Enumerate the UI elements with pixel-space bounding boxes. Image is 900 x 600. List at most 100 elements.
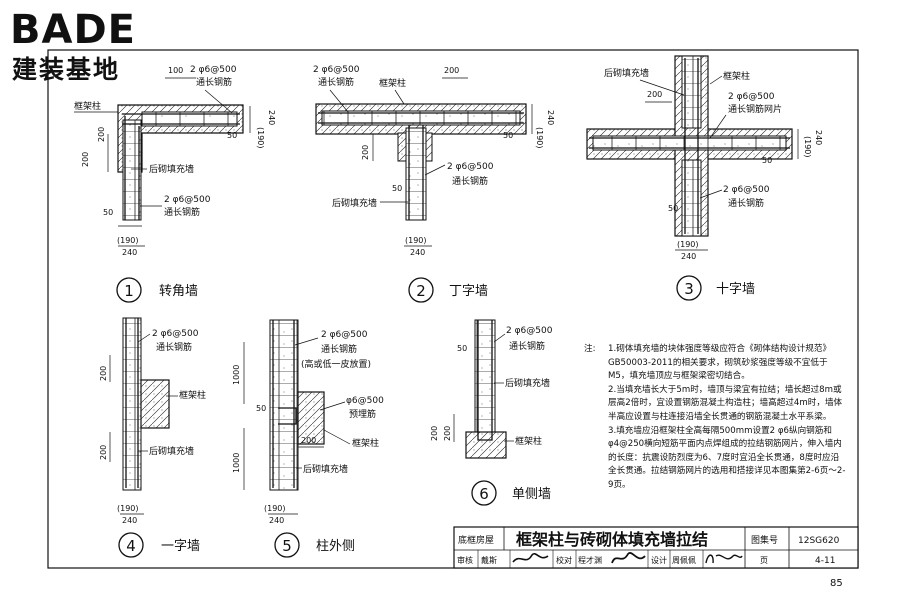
frame-column-shape — [297, 391, 325, 445]
label-rebar-top-2: 通长钢筋 — [321, 343, 357, 355]
notes-block: 注: 1.砌体填充墙的块体强度等级应符合《砌体结构设计规范》GB50003-20… — [584, 343, 846, 493]
label-dim-50a: 50 — [762, 156, 772, 165]
label-dim-top: 100 — [168, 66, 183, 75]
notes-heading: 注: — [584, 344, 596, 354]
label-infill: 后砌填充墙 — [505, 377, 550, 389]
label-rebar-top: 2 φ6@500 — [728, 92, 775, 102]
label-dim-50b: 50 — [392, 184, 402, 193]
label-infill: 后砌填充墙 — [303, 463, 348, 475]
infill-wall-vertical-top — [681, 55, 702, 129]
label-dim-50: 50 — [256, 404, 266, 413]
label-dim-200a: 200 — [99, 366, 108, 381]
label-rebar-top: 2 φ6@500 — [321, 330, 368, 340]
detail-number: 3 — [684, 280, 694, 298]
detail-title: 一字墙 — [161, 539, 200, 554]
brand-logo-text: BADE — [10, 7, 136, 53]
label-dim-190: (190) — [535, 127, 544, 149]
label-rebar-top: 2 φ6@500 — [506, 326, 553, 336]
label-infill: 后砌填充墙 — [332, 197, 377, 209]
label-dim-50b: 50 — [103, 208, 113, 217]
reviewer-name: 戴斯 — [481, 555, 497, 565]
notes-list: 1.砌体填充墙的块体强度等级应符合《砌体结构设计规范》GB50003-2011的… — [584, 343, 846, 493]
label-rebar-top-2: 通长钢筋 — [318, 76, 354, 88]
check-label: 校对 — [556, 555, 572, 565]
designer-name: 周佩佩 — [672, 556, 696, 565]
note-item: 2.当填充墙长大于5m时，墙顶与梁宜有拉结；墙长超过8m或层高2倍时，宜设置钢筋… — [608, 384, 843, 422]
detail-1-corner-wall: 2 φ6@500 通长钢筋 100 框架柱 (190) 240 50 200 2… — [74, 65, 276, 303]
detail-number-circle — [274, 532, 300, 558]
detail-5-column-outside: 2 φ6@500 通长钢筋 (高或低一皮放置) 1000 50 φ6@500 预… — [232, 319, 384, 558]
atlas-number: 12SG620 — [798, 536, 840, 546]
infill-wall-horizontal — [592, 135, 787, 151]
infill-wall-vertical — [122, 119, 142, 221]
atlas-label: 图集号 — [751, 534, 778, 546]
drawing-title: 框架柱与砖砌体填充墙拉结 — [516, 530, 708, 549]
label-rebar-pre-2: 预埋筋 — [349, 408, 376, 420]
review-label: 审核 — [457, 555, 473, 565]
label-dim-240b: 240 — [681, 252, 696, 261]
detail-number-circle — [676, 275, 702, 301]
label-rebar-pre: φ6@500 — [346, 396, 384, 406]
note-item: 3.填充墙应沿框架柱全高每隔500mm设置2 φ6纵向钢筋和φ4@250横向短筋… — [608, 425, 846, 490]
detail-4-straight-wall: 2 φ6@500 通长钢筋 200 框架柱 200 后砌填充墙 (190) 24… — [99, 317, 206, 558]
detail-6-single-side-wall: 2 φ6@500 通长钢筋 50 后砌填充墙 框架柱 200 200 6 单侧墙 — [430, 319, 553, 506]
label-dim-190b: (190) — [677, 240, 699, 249]
label-dim-190: (190) — [264, 504, 286, 513]
label-frame-column: 框架柱 — [379, 77, 406, 89]
label-dim-200: 200 — [647, 90, 662, 99]
label-rebar-side: 2 φ6@500 — [447, 162, 494, 172]
label-dim-200b: 200 — [97, 127, 106, 142]
detail-number: 2 — [416, 282, 426, 300]
label-dim-190b: (190) — [117, 236, 139, 245]
infill-wall — [269, 319, 299, 491]
detail-number: 4 — [126, 537, 136, 555]
infill-wall-horizontal — [321, 110, 521, 126]
detail-number: 1 — [124, 282, 134, 300]
atlas-page: 4-11 — [815, 556, 835, 566]
page-label: 页 — [760, 556, 768, 565]
label-dim-200a: 200 — [81, 152, 90, 167]
label-dim-200b: 200 — [443, 426, 452, 441]
label-frame-column: 框架柱 — [352, 437, 379, 449]
label-rebar-side: 2 φ6@500 — [723, 185, 770, 195]
label-dim-200a: 200 — [430, 426, 439, 441]
design-label: 设计 — [651, 555, 667, 565]
label-dim-240b: 240 — [122, 248, 137, 257]
detail-title: 丁字墙 — [449, 284, 488, 299]
label-dim-1000b: 1000 — [232, 453, 241, 473]
label-infill: 后砌填充墙 — [604, 67, 649, 79]
label-dim-200: 200 — [301, 436, 316, 445]
note-item: 1.砌体填充墙的块体强度等级应符合《砌体结构设计规范》GB50003-2011的… — [608, 344, 832, 382]
drawing-frame — [47, 49, 859, 569]
label-rebar-side-2: 通长钢筋 — [728, 197, 764, 209]
label-dim-200b: 200 — [361, 145, 370, 160]
label-dim-190: (190) — [803, 136, 812, 158]
label-dim-190b: (190) — [405, 236, 427, 245]
detail-number-circle — [471, 480, 497, 506]
brand-watermark: BADE 建装基地 — [10, 7, 136, 84]
label-dim-1000a: 1000 — [232, 365, 241, 385]
label-rebar-top-2: 通长钢筋网片 — [728, 103, 782, 115]
frame-column-shape — [465, 431, 507, 459]
detail-number-circle — [408, 277, 434, 303]
infill-wall-horizontal — [141, 111, 238, 127]
label-dim-240b: 240 — [410, 248, 425, 257]
label-dim-240: 240 — [122, 516, 137, 525]
label-dim-50a: 50 — [227, 131, 237, 140]
detail-title: 柱外侧 — [316, 539, 355, 554]
label-rebar-top-2: 通长钢筋 — [196, 76, 232, 88]
label-infill: 后砌填充墙 — [149, 445, 194, 457]
checker-signature — [611, 552, 646, 564]
detail-number-circle — [116, 277, 142, 303]
label-dim-190: (190) — [117, 504, 139, 513]
label-dim-50a: 50 — [503, 131, 513, 140]
detail-2-tee-wall: 2 φ6@500 通长钢筋 框架柱 200 (190) 240 50 200 2… — [313, 65, 555, 303]
label-frame-column: 框架柱 — [723, 70, 750, 82]
label-rebar-side-2: 通长钢筋 — [164, 206, 200, 218]
label-dim-240: 240 — [814, 130, 823, 145]
label-dim-240: 240 — [269, 516, 284, 525]
label-rebar-top: 2 φ6@500 — [313, 65, 360, 75]
detail-title: 单侧墙 — [512, 487, 551, 502]
page-number: 85 — [830, 578, 843, 589]
